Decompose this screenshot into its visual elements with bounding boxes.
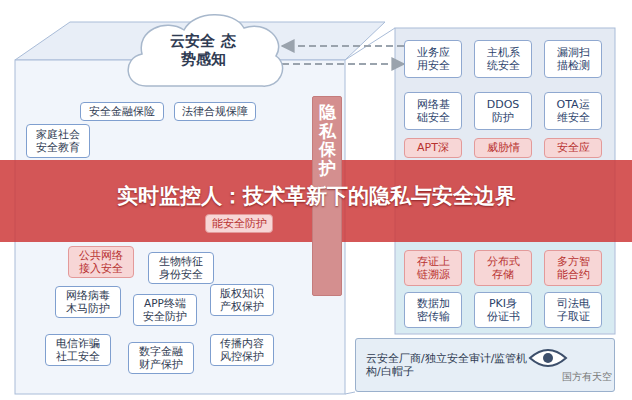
node-text: OTA运维安全 [555,98,591,124]
right-panel-lower [396,242,614,333]
node-text: 云安全厂商/独立安全审计/监管机构/白帽子 [366,352,531,378]
node-text: 传播内容 风控保护 [214,337,270,362]
partial-box: 威胁情 [474,138,532,158]
node-text: 能安全防护 [212,217,267,230]
node-text: 家庭社会 安全教育 [30,128,86,153]
security-box: 生物特征 身份安全 [148,252,214,284]
cloud-node: 云安全 态势感知 [118,6,288,94]
service-box: DDOS防护 [474,92,532,130]
node-text: 多方智能合约 [555,255,591,281]
top-band-box: 法律合规保障 [174,102,256,121]
bottom-box-fill [355,338,615,392]
service-box: 司法电子取证 [544,292,602,328]
node-text: 数字金融 财产保护 [132,345,190,370]
dashed-arrow [282,63,404,65]
node-text: 网络基础安全 [415,98,451,124]
node-text: 安全应 [557,141,590,154]
service-box: 多方智能合约 [544,250,602,286]
cube-edge [345,392,355,394]
security-box: 传播内容 风控保护 [210,334,274,366]
service-box: 业务应用安全 [404,40,462,78]
partial-box: APT深 [404,138,462,158]
node-text: 公共网络 接入安全 [72,249,130,274]
service-box: OTA运维安全 [544,92,602,130]
node-text: 安全金融保险 [89,105,155,118]
eye-icon [530,350,566,366]
title: 实时监控人：技术革新下的隐私与安全边界 [0,184,632,208]
node-text: 法律合规保障 [182,105,248,118]
node-text: 分布式存储 [485,255,521,281]
service-box: 漏洞扫描检测 [544,40,602,78]
service-box: 网络基础安全 [404,92,462,130]
security-box: APP终端 安全防护 [133,294,197,326]
node-text: DDOS防护 [485,98,521,124]
node-text: 业务应用安全 [415,46,451,72]
service-box: 存证上链溯源 [404,250,462,286]
security-box: 数字金融 财产保护 [128,342,194,374]
node-text: 主机系统安全 [485,46,521,72]
node-text: APP终端 安全防护 [137,297,193,322]
security-box: 公共网络 接入安全 [68,246,134,278]
node-text: PKI身份证书 [485,297,521,323]
watermark: 国方有天空 [562,370,612,384]
partial-box: 安全应 [544,138,602,158]
service-box: 数据加密传输 [404,292,462,328]
cube-edge [345,28,395,60]
node-text: 云安全 态势感知 [168,32,238,68]
partial-box: 能安全防护 [205,214,273,233]
node-text: 存证上链溯源 [415,255,451,281]
node-text: 漏洞扫描检测 [555,46,591,72]
auditor-box: 云安全厂商/独立安全审计/监管机构/白帽子 [355,338,615,392]
dashed-arrow [282,45,404,47]
security-box: 网络病毒 木马防护 [55,286,121,318]
node-text: 网络病毒 木马防护 [59,289,117,314]
cloud-outline [128,15,282,86]
service-box: 主机系统安全 [474,40,532,78]
node-text: 数据加密传输 [415,297,451,323]
service-box: 分布式存储 [474,250,532,286]
node-text: 版权知识 产权保护 [214,287,270,312]
security-box: 版权知识 产权保护 [210,284,274,316]
node-text: 隐私保护 [319,103,336,178]
node-text: APT深 [417,141,449,154]
node-text: 电信诈骗 社工安全 [49,337,107,362]
top-band-box: 安全金融保险 [80,102,164,121]
node-text: 司法电子取证 [555,297,591,323]
security-box: 家庭社会 安全教育 [26,124,90,158]
node-text: 生物特征 身份安全 [152,255,210,280]
service-box: PKI身份证书 [474,292,532,328]
node-text: 威胁情 [487,141,520,154]
security-box: 电信诈骗 社工安全 [45,334,111,366]
